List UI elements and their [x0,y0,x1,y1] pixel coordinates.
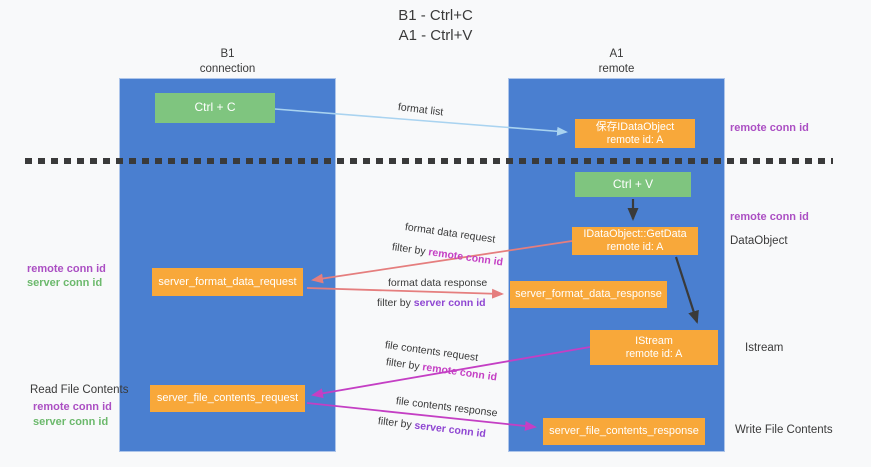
lane-header-a1: A1 remote [508,47,725,77]
remote-conn-id-text: remote conn id [427,246,504,269]
lane-header-b1: B1 connection [119,47,336,77]
left-label-remote-conn-id-1: remote conn id [27,263,106,275]
right-label-dataobject: DataObject [730,235,788,247]
node-server-file-contents-request-label: server_file_contents_request [156,392,299,405]
node-idataobject-getdata-line1: IDataObject::GetData [583,228,687,241]
lane-a1-name: A1 [609,48,624,60]
label-filter-server-2: filter by server conn id [377,415,486,440]
right-label-remote-conn-id-1: remote conn id [730,122,809,134]
node-istream-line2: remote id: A [625,347,683,360]
left-label-server-conn-id-1: server conn id [27,277,103,289]
left-label-server-conn-id-2: server conn id [33,416,109,428]
filter-by-text: filter by [385,356,424,374]
lane-b1-name: B1 [220,48,235,60]
node-server-format-data-response: server_format_data_response [510,281,667,308]
node-ctrl-c: Ctrl + C [155,93,275,123]
node-server-file-contents-response: server_file_contents_response [543,418,705,445]
server-conn-id-text: server conn id [413,297,486,309]
label-filter-remote-2: filter by remote conn id [385,356,498,383]
diagram-title: B1 - Ctrl+C A1 - Ctrl+V [0,6,871,47]
left-label-remote-conn-id-2: remote conn id [33,401,112,413]
right-label-write-file-contents: Write File Contents [735,424,833,436]
right-label-remote-conn-id-2: remote conn id [730,211,809,223]
node-server-format-data-response-label: server_format_data_response [515,288,662,301]
remote-conn-id-text: remote conn id [421,361,498,384]
node-server-file-contents-response-label: server_file_contents_response [549,425,699,438]
right-label-istream: Istream [745,342,784,354]
node-save-idataobject-line2: remote id: A [606,133,664,146]
left-label-read-file-contents: Read File Contents [30,384,129,396]
node-save-idataobject: 保存IDataObject remote id: A [575,119,695,148]
label-format-data-response: format data response [388,277,488,289]
server-conn-id-text: server conn id [413,419,487,441]
title-line-2: A1 - Ctrl+V [398,27,473,45]
filter-by-text: filter by [391,241,430,259]
lane-b1-subtitle: connection [199,62,256,75]
node-istream: IStream remote id: A [590,330,718,365]
node-server-format-data-request-label: server_format_data_request [158,275,297,288]
node-idataobject-getdata: IDataObject::GetData remote id: A [572,227,698,255]
label-format-list: format list [397,101,444,119]
filter-by-text: filter by [377,297,414,309]
label-format-data-request: format data request [404,221,497,246]
title-line-1: B1 - Ctrl+C [398,7,473,24]
lane-a1-subtitle: remote [598,62,635,75]
label-file-contents-response: file contents response [395,395,499,420]
node-idataobject-getdata-line2: remote id: A [606,241,664,254]
node-server-file-contents-request: server_file_contents_request [150,385,305,412]
filter-by-text: filter by [377,415,416,432]
node-ctrl-c-label: Ctrl + C [194,100,236,115]
node-ctrl-v-label: Ctrl + V [612,176,654,191]
node-server-format-data-request: server_format_data_request [152,268,303,296]
label-filter-server-1: filter by server conn id [377,297,486,309]
node-istream-line1: IStream [635,334,673,347]
label-filter-remote-1: filter by remote conn id [391,241,504,268]
node-save-idataobject-line1: 保存IDataObject [595,120,675,133]
node-ctrl-v: Ctrl + V [575,172,691,197]
